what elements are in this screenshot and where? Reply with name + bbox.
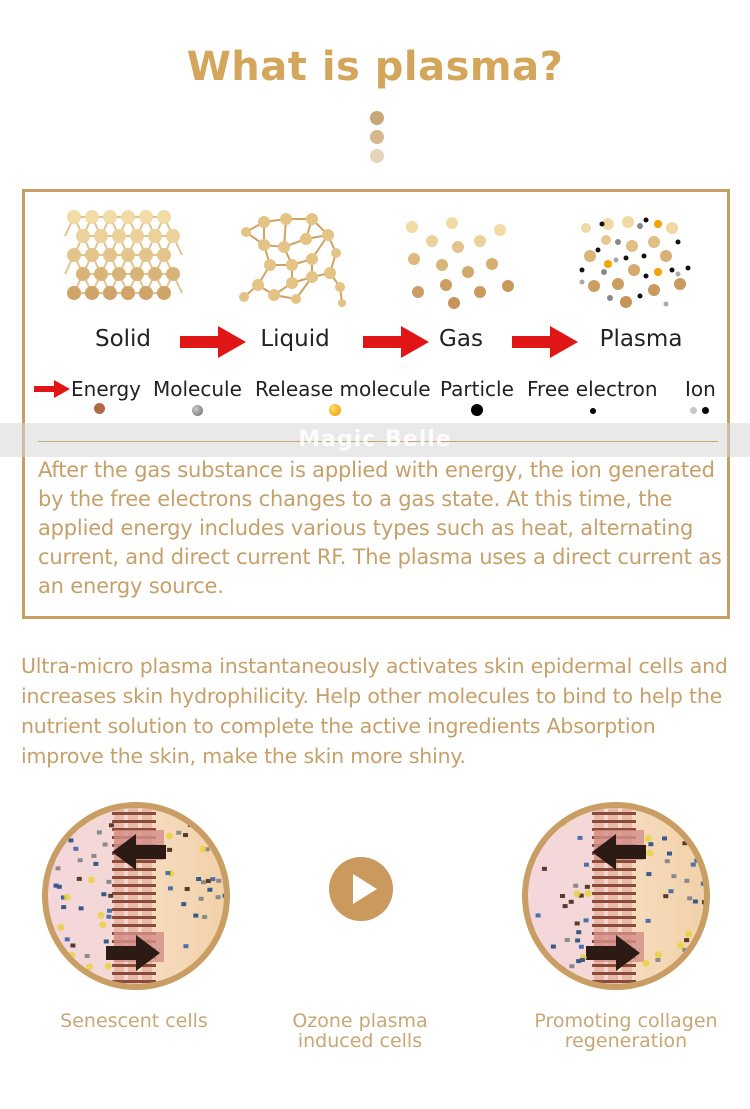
title-dot [370, 149, 384, 163]
legend-energy: Energy [71, 377, 142, 401]
gas-particles-icon [406, 217, 514, 309]
play-icon[interactable] [328, 856, 394, 922]
state-label-gas: Gas [439, 326, 483, 352]
plasma-info-box [22, 189, 730, 619]
ion-dot-grey [690, 407, 697, 414]
senescent-cells-image [42, 802, 230, 990]
state-label-plasma: Plasma [599, 326, 683, 352]
page-title: What is plasma? [186, 44, 564, 90]
legend-particle: Particle [440, 377, 514, 401]
right-arrow-icon [180, 326, 246, 358]
plasma-benefits-text: Ultra-micro plasma instantaneously activ… [21, 654, 728, 768]
state-label-liquid: Liquid [260, 326, 330, 352]
particle-dot [471, 404, 483, 416]
title-dot [370, 111, 384, 125]
release-molecule-dot [329, 404, 341, 416]
legend-free-electron: Free electron [527, 377, 658, 401]
right-arrow-icon [363, 326, 429, 358]
caption-promoting-line2: regeneration [564, 1030, 688, 1052]
divider [38, 441, 718, 442]
legend-ion: Ion [685, 377, 716, 401]
energy-arrow-icon [34, 380, 70, 398]
legend-release-molecule: Release molecule [255, 377, 431, 401]
caption-promoting-line1: Promoting collagen [534, 1010, 718, 1032]
solid-lattice-icon [64, 210, 183, 300]
caption-senescent-text: Senescent cells [60, 1010, 208, 1032]
ion-dot-black [702, 407, 709, 414]
caption-ozone-line1: Ozone plasma [292, 1010, 428, 1032]
plasma-description: After the gas substance is applied with … [38, 458, 722, 598]
collagen-regeneration-image [522, 802, 710, 990]
caption-ozone-plasma: Ozone plasma induced cells [270, 1011, 450, 1051]
caption-promoting-collagen: Promoting collagen regeneration [512, 1011, 740, 1051]
liquid-network-icon [239, 213, 346, 307]
energy-dot [94, 403, 105, 414]
caption-senescent-cells: Senescent cells [44, 1011, 224, 1031]
watermark: Magic Belle [298, 427, 452, 452]
state-label-solid: Solid [94, 326, 152, 352]
legend-molecule: Molecule [153, 377, 242, 401]
right-arrow-icon [512, 326, 578, 358]
caption-ozone-line2: induced cells [297, 1030, 423, 1052]
free-electron-dot [590, 408, 596, 414]
watermark-band [0, 423, 750, 457]
title-dot [370, 130, 384, 144]
molecule-dot [192, 405, 203, 416]
plasma-particles-icon [579, 216, 691, 308]
